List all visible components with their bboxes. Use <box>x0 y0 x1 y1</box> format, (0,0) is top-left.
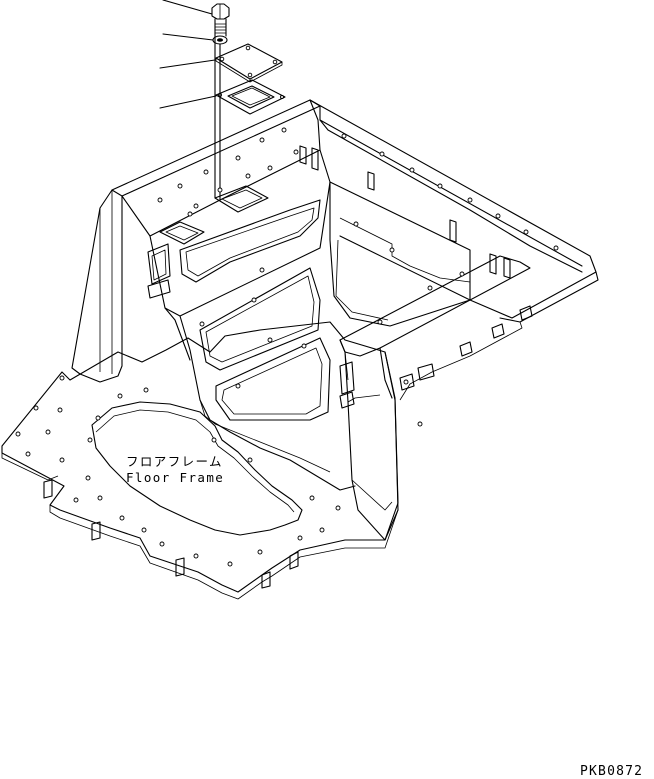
mounting-holes <box>15 127 559 567</box>
right-inner-panel <box>329 181 471 327</box>
label-floor-frame-jp: フロアフレーム <box>126 454 223 469</box>
left-side-window <box>147 243 171 285</box>
deck-opening-center <box>214 185 269 213</box>
leader-line-washer <box>162 33 214 41</box>
bolt-part <box>211 3 230 37</box>
front-cross-beam <box>339 255 531 357</box>
deck-opening-left <box>159 221 205 245</box>
console-wall <box>149 235 356 491</box>
frame-pillars <box>299 145 511 279</box>
floor-frame-body <box>1 99 599 600</box>
drawing-code: PKB0872 <box>580 764 643 779</box>
floor-opening <box>91 401 303 536</box>
label-floor-frame-en: Floor Frame <box>126 470 224 485</box>
console-upper-opening <box>179 199 321 283</box>
gasket-part <box>215 79 286 115</box>
leader-line-bolt <box>162 0 213 15</box>
left-post <box>71 189 123 383</box>
leader-line-cover <box>159 59 216 69</box>
bottom-brackets <box>43 479 299 589</box>
console-lower-opening <box>215 337 331 421</box>
top-frame-left-rail <box>121 99 321 237</box>
front-right-post <box>339 339 399 541</box>
leader-line-gasket <box>159 95 217 109</box>
right-brackets <box>339 305 533 409</box>
top-frame-right-rail <box>309 99 597 319</box>
console-middle-opening <box>199 267 321 371</box>
cover-plate-part <box>215 43 283 83</box>
exploded-parts <box>159 0 286 201</box>
